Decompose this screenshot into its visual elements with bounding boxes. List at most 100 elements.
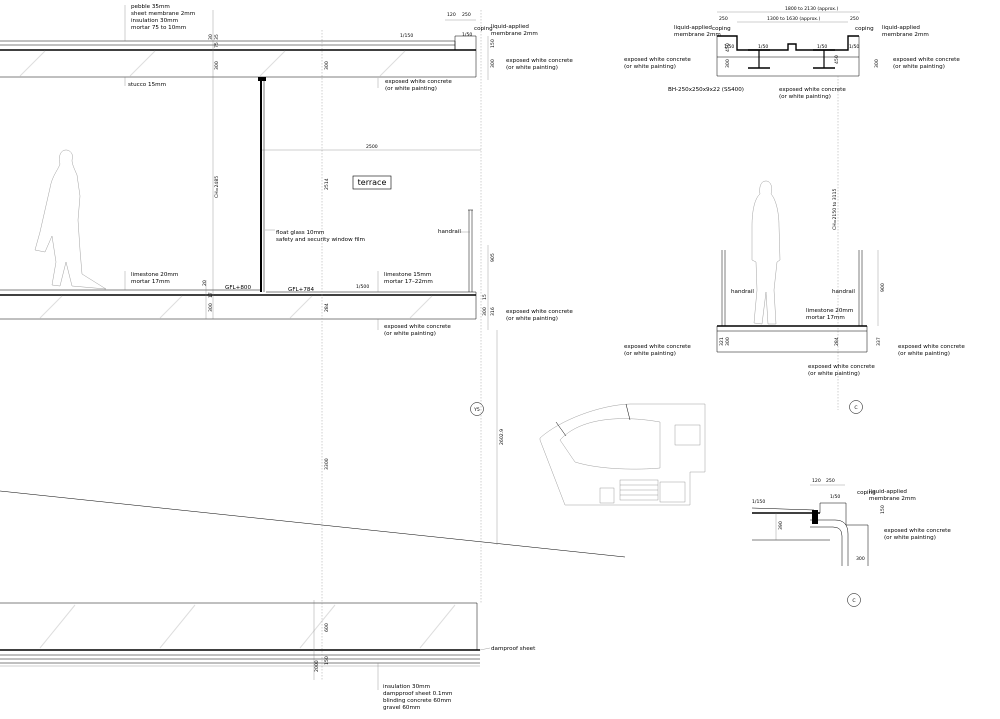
- dim-300-ceiling: 300: [324, 61, 330, 70]
- dim-450-c-right: 450: [834, 55, 840, 64]
- c-floor-concrete-right-1: exposed white concrete: [898, 344, 965, 350]
- dim-337: 337: [876, 337, 882, 346]
- dim-321: 321: [719, 337, 725, 346]
- dim-1800: 1800 to 2130 (approx.): [785, 6, 838, 12]
- parapet-detail: 120 250 1/150 1/50 coping liquid-applied…: [751, 478, 951, 607]
- c-soffit-floor-2: (or white painting): [808, 371, 860, 377]
- gfl-800: GFL+800: [225, 285, 251, 291]
- dim-ch2150: CH=2150 to 3115: [832, 188, 838, 230]
- roof-concrete-label-2: (or white painting): [506, 65, 558, 71]
- slope-roof: 1/150: [400, 33, 413, 39]
- detail-membrane-1: liquid-applied: [869, 489, 907, 495]
- terrace-label: terrace: [352, 175, 392, 190]
- membrane-label-2: membrane 2mm: [491, 31, 538, 37]
- key-plan: [539, 403, 706, 506]
- dim-2602: 2602.9: [499, 429, 505, 445]
- c-floor-concrete-left-2: (or white painting): [624, 351, 676, 357]
- dim-1300: 1300 to 1630 (approx.): [767, 16, 820, 22]
- dim-905: 905: [490, 253, 496, 262]
- bottom-layer-1: insulation 30mm: [383, 684, 430, 690]
- c-concrete-right-1: exposed white concrete: [893, 57, 960, 63]
- dim-ch2485: CH=2485: [214, 176, 220, 198]
- detail-membrane-2: membrane 2mm: [869, 496, 916, 502]
- svg-text:Y5: Y5: [473, 407, 480, 413]
- c-limestone-2: mortar 17mm: [806, 315, 845, 321]
- dim-300-left: 300: [214, 61, 220, 70]
- c-soffit-floor-1: exposed white concrete: [808, 364, 875, 370]
- steel-beam-right: [813, 49, 835, 69]
- slope-terrace: 1/500: [356, 284, 369, 290]
- detail-concrete-2: (or white painting): [884, 535, 936, 541]
- dim-316: 316: [490, 307, 496, 316]
- dim-2000: 2000: [314, 660, 320, 672]
- slope-c-right: 1/50: [817, 44, 827, 50]
- dim-120: 120: [447, 12, 456, 18]
- roof-slab: [0, 35, 477, 78]
- dim-75: 75: [214, 42, 220, 48]
- slope-coping: 1/50: [462, 32, 472, 38]
- dim-2500: 2500: [366, 144, 378, 150]
- dim-2514: 2514: [324, 178, 330, 190]
- slope-detail-150: 1/150: [752, 499, 765, 505]
- dim-900-c: 900: [880, 283, 886, 292]
- roof-layer-4: mortar 75 to 10mm: [131, 25, 186, 31]
- dim-300-floor: 300: [208, 303, 214, 312]
- slope-c-edge-right: 1/50: [849, 44, 859, 50]
- dim-390: 390: [778, 521, 784, 530]
- detail-coping: coping: [857, 490, 876, 496]
- section-marker-c-bottom: C: [847, 593, 861, 607]
- coping-label: coping: [474, 26, 493, 32]
- bottom-layer-2: dampproof sheet 0.1mm: [383, 691, 452, 697]
- floor-concrete-label-2: (or white painting): [506, 316, 558, 322]
- svg-text:C: C: [854, 405, 857, 411]
- dim-300-edge: 300: [482, 307, 488, 316]
- dim-150: 150: [490, 39, 496, 48]
- c-handrail-right: handrail: [832, 289, 855, 295]
- dim-30: 30: [208, 34, 214, 40]
- dim-600: 600: [324, 623, 330, 632]
- bottom-layer-4: gravel 60mm: [383, 705, 420, 711]
- slope-c-left: 1/50: [758, 44, 768, 50]
- main-section: Y5 terrace pebble 35mm sheet membrane 2m…: [0, 4, 626, 711]
- glass-label-2: safety and security window film: [276, 237, 365, 243]
- leader-lines: [124, 5, 491, 690]
- dim-150-detail: 150: [880, 505, 886, 514]
- membrane-label-1: liquid-applied: [491, 24, 529, 30]
- handrail-label: handrail: [438, 229, 461, 235]
- svg-text:terrace: terrace: [358, 178, 387, 187]
- ceiling-concrete-label-1: exposed white concrete: [385, 79, 452, 85]
- limestone-right-2: mortar 17–22mm: [384, 279, 433, 285]
- dim-20: 20: [202, 280, 208, 286]
- ceiling-concrete-label-2: (or white painting): [385, 86, 437, 92]
- handrail-post: [468, 209, 473, 292]
- ground-slab: [0, 602, 480, 667]
- c-concrete-left-2: (or white painting): [624, 64, 676, 70]
- stucco-label: stucco 15mm: [128, 82, 166, 88]
- steel-beam-left: [748, 49, 770, 69]
- soffit-concrete-label-2: (or white painting): [384, 331, 436, 337]
- roof-concrete-label-1: exposed white concrete: [506, 58, 573, 64]
- glass-wall: [258, 77, 266, 292]
- detail-concrete-1: exposed white concrete: [884, 528, 951, 534]
- dim-120-detail: 120: [812, 478, 821, 484]
- c-floor-concrete-right-2: (or white painting): [898, 351, 950, 357]
- limestone-right-1: limestone 15mm: [384, 272, 431, 278]
- ground-slope-line: [0, 490, 626, 558]
- section-c-detail: 1800 to 2130 (approx.) 1300 to 1630 (app…: [624, 6, 965, 414]
- slope-c-edge-left: 1/50: [724, 44, 734, 50]
- c-soffit-concrete-2: (or white painting): [779, 94, 831, 100]
- dim-300-c: 300: [725, 59, 731, 68]
- beam-label: BH-250x250x9x22 (SS400): [668, 87, 744, 93]
- dim-300-c-right: 300: [874, 59, 880, 68]
- human-figure-c: [751, 180, 781, 325]
- c-soffit-concrete-1: exposed white concrete: [779, 87, 846, 93]
- slope-detail-50: 1/50: [830, 494, 840, 500]
- c-coping-right: coping: [855, 26, 874, 32]
- floor-concrete-label-1: exposed white concrete: [506, 309, 573, 315]
- dim-15: 15: [482, 294, 488, 300]
- dim-150-bottom: 150: [324, 656, 330, 665]
- dim-300-cf: 300: [725, 337, 731, 346]
- human-figure: [34, 149, 107, 290]
- dim-300-roof: 300: [490, 59, 496, 68]
